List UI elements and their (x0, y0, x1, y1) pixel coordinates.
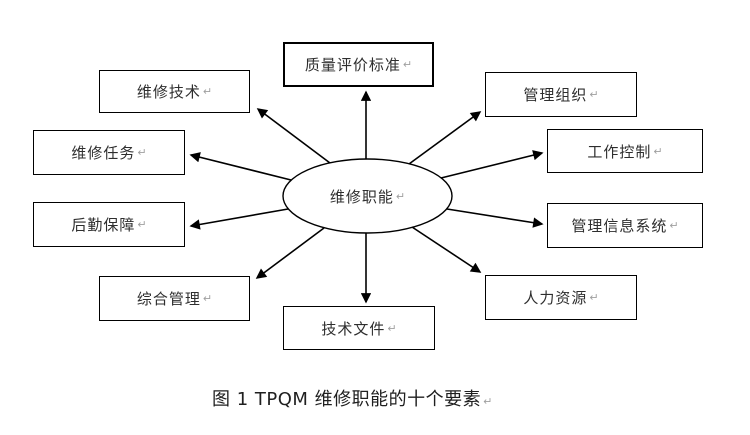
arrow-to-maintenance-tasks (189, 152, 292, 181)
paragraph-mark: ↵ (395, 189, 406, 203)
node-maintenance-tasks: 维修任务↵ (33, 130, 185, 175)
arrow-to-maintenance-technology (256, 108, 331, 164)
node-label: 维修任务 (71, 144, 136, 162)
arrow-to-management-information-system (446, 208, 544, 228)
center-ellipse (282, 158, 453, 234)
node-label: 工作控制 (587, 142, 652, 161)
node-technical-documents: 技术文件↵ (283, 306, 435, 350)
node-management-information-system: 管理信息系统↵ (547, 203, 703, 248)
paragraph-mark: ↵ (483, 395, 493, 408)
arrow-to-work-control (440, 150, 544, 179)
node-label: 管理信息系统 (571, 217, 668, 235)
paragraph-mark: ↵ (669, 219, 679, 232)
paragraph-mark: ↵ (402, 58, 413, 71)
figure-caption-text: 图 1 TPQM 维修职能的十个要素 (212, 389, 482, 410)
node-label: 维修职能 (329, 187, 394, 206)
node-management-organization: 管理组织↵ (485, 72, 637, 117)
paragraph-mark: ↵ (202, 292, 213, 305)
node-maintenance-technology: 维修技术↵ (99, 70, 250, 113)
paragraph-mark: ↵ (202, 85, 213, 98)
node-label: 技术文件 (321, 319, 386, 338)
arrow-to-comprehensive-management (255, 227, 325, 279)
paragraph-mark: ↵ (137, 218, 147, 231)
node-label: 维修技术 (136, 83, 201, 101)
node-human-resources: 人力资源↵ (485, 275, 637, 320)
node-label: 人力资源 (523, 289, 588, 307)
arrow-to-management-organization (408, 111, 482, 165)
node-maintenance-functions: 维修职能↵ (283, 159, 452, 233)
node-label: 综合管理 (136, 290, 201, 308)
figure-caption: 图 1 TPQM 维修职能的十个要素↵ (212, 385, 492, 411)
paragraph-mark: ↵ (589, 291, 599, 304)
paragraph-mark: ↵ (589, 88, 599, 101)
paragraph-mark: ↵ (387, 321, 397, 335)
node-quality-evaluation-standard: 质量评价标准↵ (283, 42, 434, 87)
node-label: 管理组织 (523, 86, 588, 104)
node-label: 质量评价标准 (304, 56, 401, 74)
node-label: 后勤保障 (71, 216, 136, 234)
node-work-control: 工作控制↵ (547, 129, 703, 173)
arrow-to-logistics-support (189, 208, 289, 230)
arrow-to-human-resources (411, 226, 482, 273)
node-comprehensive-management: 综合管理↵ (99, 276, 250, 321)
paragraph-mark: ↵ (653, 144, 663, 158)
node-logistics-support: 后勤保障↵ (33, 202, 185, 247)
paragraph-mark: ↵ (137, 146, 147, 159)
